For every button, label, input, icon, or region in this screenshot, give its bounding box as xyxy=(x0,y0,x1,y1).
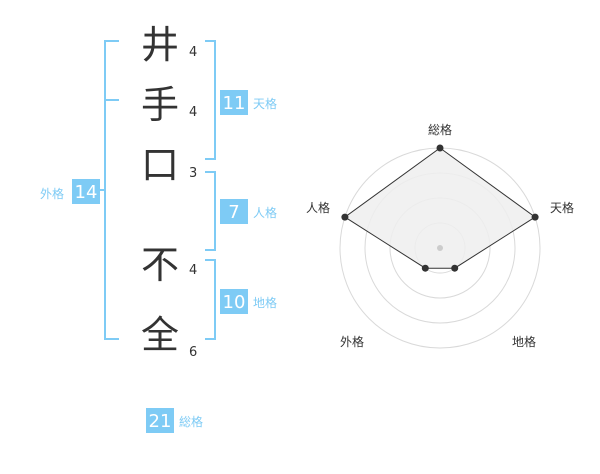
name-char-1: 井 xyxy=(141,23,179,67)
radar-point xyxy=(451,264,459,272)
radar-axis-label-chikaku: 地格 xyxy=(512,334,536,349)
tenkaku-bracket xyxy=(205,40,216,160)
radar-chart: 総格 天格 地格 外格 人格 xyxy=(306,122,574,349)
jinkaku-label: 人格 xyxy=(253,205,277,220)
soukaku-value: 21 xyxy=(149,411,172,432)
jinkaku-bracket xyxy=(205,171,216,251)
stroke-count-1: 4 xyxy=(189,45,197,60)
tenkaku-badge xyxy=(220,90,248,115)
chikaku-badge xyxy=(220,289,248,314)
radar-center-dot xyxy=(437,245,443,251)
radar-point xyxy=(341,213,349,221)
gaikaku-bracket xyxy=(104,40,119,340)
stroke-count-5: 6 xyxy=(189,345,197,360)
gaikaku-badge xyxy=(72,179,100,204)
radar-axis-label-gaikaku: 外格 xyxy=(340,334,364,349)
jinkaku-value: 7 xyxy=(228,202,239,223)
gaikaku-value: 14 xyxy=(75,182,98,203)
radar-points xyxy=(341,144,539,272)
radar-point xyxy=(436,144,444,152)
radar-axis-label-soukaku: 総格 xyxy=(428,122,452,137)
tenkaku-value: 11 xyxy=(223,93,246,114)
radar-point xyxy=(421,264,429,272)
chikaku-value: 10 xyxy=(223,292,246,313)
name-char-2: 手 xyxy=(141,83,179,127)
chikaku-bracket xyxy=(205,259,216,340)
soukaku-badge xyxy=(146,408,174,433)
soukaku-label: 総格 xyxy=(179,414,203,429)
name-char-3: 口 xyxy=(141,143,179,187)
chikaku-label: 地格 xyxy=(253,295,277,310)
stroke-count-3: 3 xyxy=(189,166,197,181)
name-char-4: 不 xyxy=(141,243,179,287)
stroke-count-4: 4 xyxy=(189,263,197,278)
radar-point xyxy=(531,213,539,221)
radar-area xyxy=(344,147,536,269)
radar-axis-label-tenkaku: 天格 xyxy=(550,200,574,215)
name-char-5: 全 xyxy=(141,313,179,357)
jinkaku-badge xyxy=(220,199,248,224)
tenkaku-label: 天格 xyxy=(253,96,277,111)
radar-axis-label-jinkaku: 人格 xyxy=(306,200,330,215)
stroke-count-2: 4 xyxy=(189,105,197,120)
gaikaku-label: 外格 xyxy=(40,186,64,201)
